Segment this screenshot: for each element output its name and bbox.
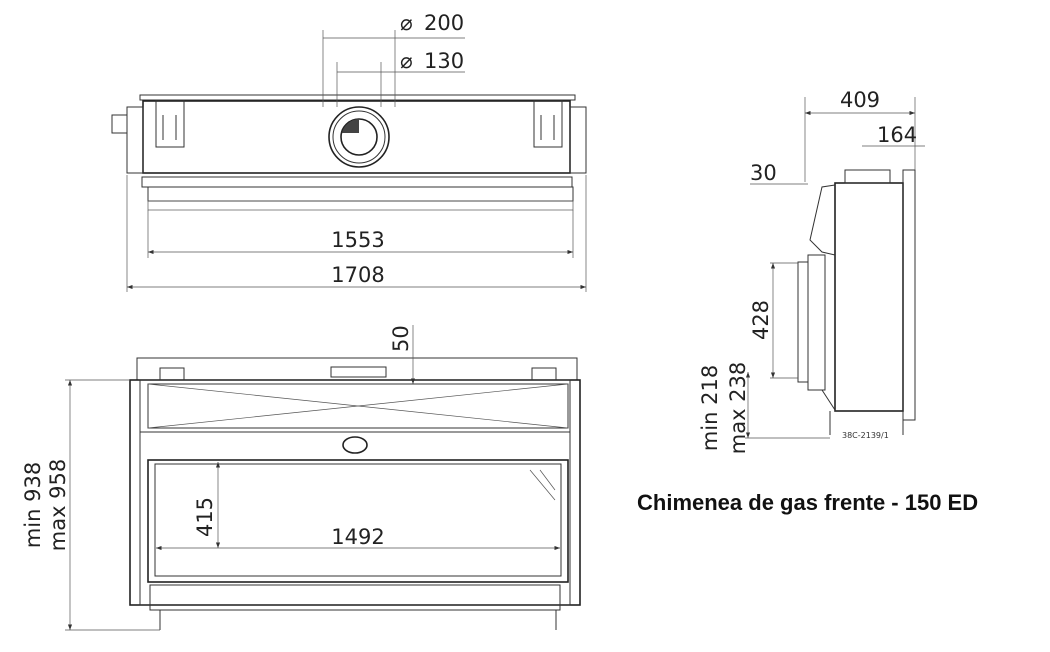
dim-diameter-200: 200 (424, 11, 464, 35)
dim-width-1708: 1708 (331, 263, 384, 287)
dim-height-max-958: max 958 (46, 459, 70, 552)
front-view: 50 415 1492 min 938 max 958 (21, 325, 581, 631)
dim-top-offset-50: 50 (389, 325, 413, 352)
dim-base-max-238: max 238 (726, 362, 750, 455)
dim-height-min-938: min 938 (21, 462, 45, 548)
dim-glass-width-1492: 1492 (331, 525, 384, 549)
dim-frame-30: 30 (750, 161, 777, 185)
drawing-title: Chimenea de gas frente - 150 ED (637, 490, 979, 515)
dim-flue-offset-164: 164 (877, 123, 917, 147)
drawing-code: 38C-2139/1 (842, 431, 889, 440)
dim-diameter-130-symbol: ⌀ (400, 49, 413, 73)
dim-base-min-218: min 218 (698, 365, 722, 451)
dim-width-1553: 1553 (331, 228, 384, 252)
top-view: ⌀ 200 ⌀ 130 1553 1708 (111, 11, 587, 292)
dim-opening-428: 428 (749, 300, 773, 340)
dim-diameter-130: 130 (424, 49, 464, 73)
dim-glass-height-415: 415 (193, 497, 217, 537)
dim-diameter-200-symbol: ⌀ (400, 11, 413, 35)
dim-depth-409: 409 (840, 88, 880, 112)
side-view: 409 164 30 428 min 218 max 238 38C-2139/… (698, 88, 925, 454)
